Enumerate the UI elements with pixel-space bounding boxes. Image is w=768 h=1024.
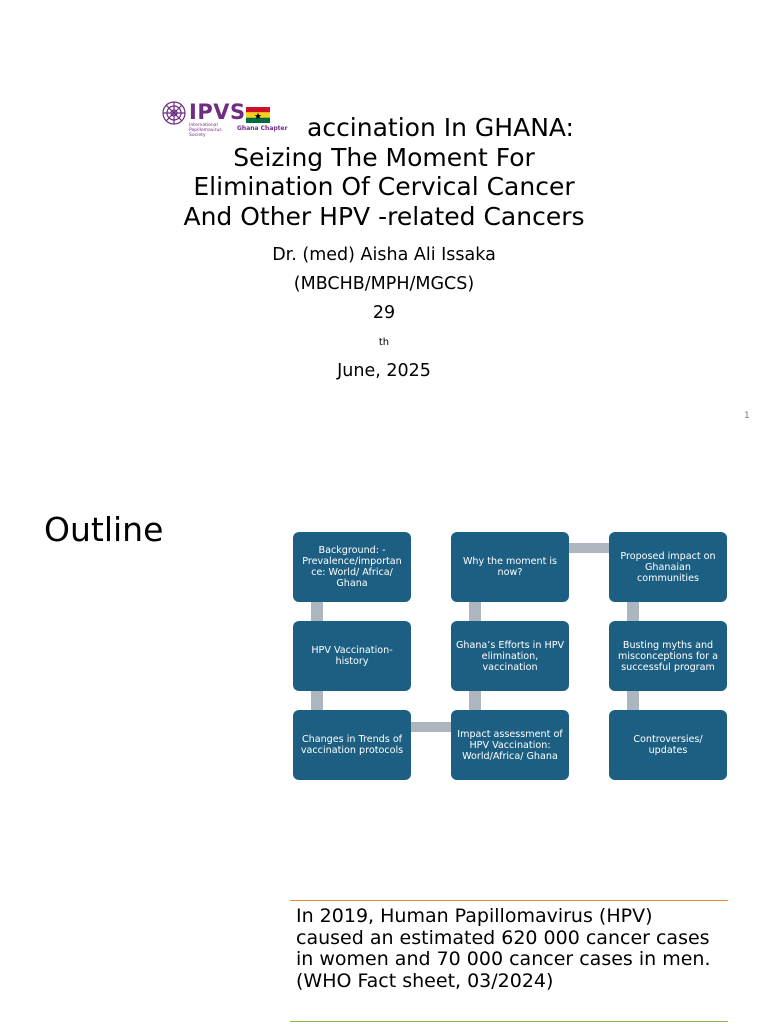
page-number: 1 xyxy=(744,411,750,421)
ipvs-ghana-logo: IPVS International Papillomavirus Societ… xyxy=(160,99,288,139)
connector-2-3 xyxy=(311,691,323,710)
presentation-date: 29 th June, 2025 xyxy=(184,299,584,386)
connector-6-7 xyxy=(569,543,609,553)
outline-item-vaccination-history: HPV Vaccination-history xyxy=(293,621,411,691)
date-suffix: th xyxy=(378,337,390,348)
fact-top-divider xyxy=(290,900,728,901)
outline-item-controversies: Controversies/ updates xyxy=(609,710,727,780)
connector-5-6 xyxy=(469,602,481,621)
presenter-block: Dr. (med) Aisha Ali Issaka (MBCHB/MPH/MG… xyxy=(184,241,584,386)
chapter-caption: Ghana Chapter xyxy=(237,125,288,132)
title-line-2: Seizing The Moment For xyxy=(233,142,535,172)
fact-bottom-divider xyxy=(290,1021,728,1022)
connector-8-9 xyxy=(627,691,639,710)
title-line-3: Elimination Of Cervical Cancer xyxy=(193,172,575,201)
title-line-4: And Other HPV -related Cancers xyxy=(183,201,585,231)
outline-slide: Outline Background: - Prevalence/importa… xyxy=(0,450,768,1024)
outline-item-background: Background: - Prevalence/importan ce: Wo… xyxy=(293,532,411,602)
connector-1-2 xyxy=(311,602,323,621)
connector-4-5 xyxy=(469,691,481,710)
outline-item-proposed-impact: Proposed impact on Ghanaian communities xyxy=(609,532,727,602)
outline-heading: Outline xyxy=(44,510,164,549)
connector-7-8 xyxy=(627,602,639,621)
date-rest: June, 2025 xyxy=(337,361,431,381)
logo-wordmark: IPVS xyxy=(189,100,246,124)
title-slide: accination In GHANA: Seizing The Moment … xyxy=(0,0,768,430)
outline-item-impact-assessment: Impact assessment of HPV Vaccination: Wo… xyxy=(451,710,569,780)
date-day: 29 xyxy=(372,303,396,323)
title-line-1: accination In GHANA: xyxy=(307,113,574,142)
outline-process-diagram: Background: - Prevalence/importan ce: Wo… xyxy=(0,450,768,810)
presenter-credentials: (MBCHB/MPH/MGCS) xyxy=(293,274,475,294)
presentation-title: accination In GHANA: Seizing The Moment … xyxy=(120,113,648,231)
ghana-flag-icon xyxy=(246,107,270,123)
logo-subtext: International Papillomavirus Society xyxy=(189,123,222,138)
presenter-name: Dr. (med) Aisha Ali Issaka xyxy=(272,245,496,265)
outline-item-busting-myths: Busting myths and misconceptions for a s… xyxy=(609,621,727,691)
outline-item-protocol-trends: Changes in Trends of vaccination protoco… xyxy=(293,710,411,780)
ipvs-emblem-icon xyxy=(162,101,186,125)
outline-item-ghana-efforts: Ghana’s Efforts in HPV elimination, vacc… xyxy=(451,621,569,691)
hpv-fact-text: In 2019, Human Papillomavirus (HPV) caus… xyxy=(296,905,711,992)
outline-item-why-now: Why the moment is now? xyxy=(451,532,569,602)
connector-3-4 xyxy=(411,722,451,732)
